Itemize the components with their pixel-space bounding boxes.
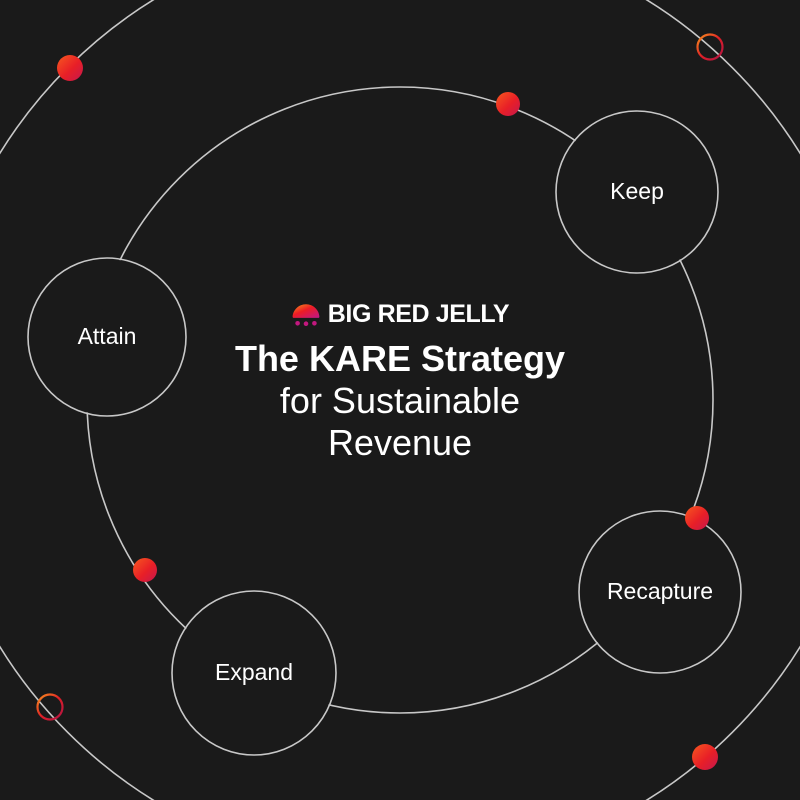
marker-outer-top-left-icon — [57, 55, 83, 81]
node-expand-circle[interactable] — [171, 590, 337, 756]
marker-outer-bottom-left-icon — [36, 693, 64, 721]
marker-inner-expand-icon — [133, 558, 157, 582]
node-recapture[interactable]: Recapture — [578, 510, 742, 674]
marker-inner-recapture-icon — [685, 506, 709, 530]
node-expand-label: Expand — [215, 659, 293, 685]
node-keep-circle[interactable] — [555, 110, 719, 274]
node-attain[interactable]: Attain — [27, 257, 187, 417]
node-attain-circle[interactable] — [27, 257, 187, 417]
node-recapture-label: Recapture — [607, 578, 713, 604]
node-keep-label: Keep — [610, 178, 664, 204]
marker-inner-top-icon — [496, 92, 520, 116]
marker-outer-top-right-icon — [696, 33, 724, 61]
inner-orbit-path — [86, 86, 714, 714]
node-expand[interactable]: Expand — [171, 590, 337, 756]
node-attain-label: Attain — [78, 323, 137, 349]
node-recapture-circle[interactable] — [578, 510, 742, 674]
marker-outer-bottom-right-icon — [692, 744, 718, 770]
node-keep[interactable]: Keep — [555, 110, 719, 274]
